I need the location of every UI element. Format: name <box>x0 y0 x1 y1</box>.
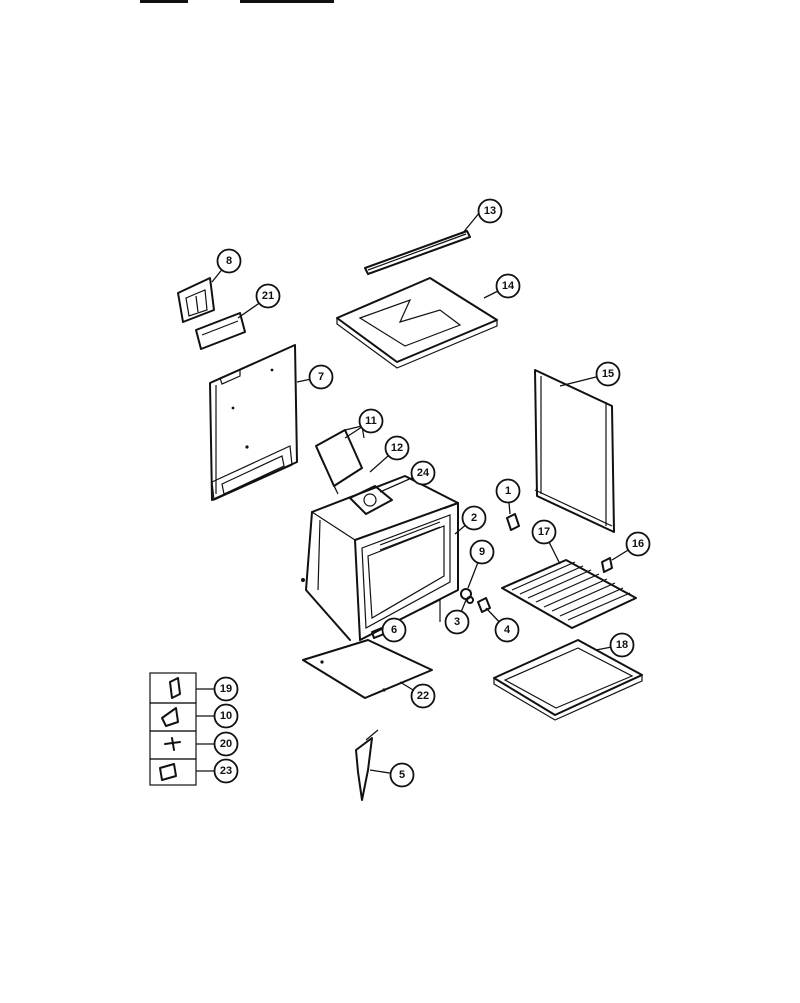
callout-circle <box>625 531 651 557</box>
part-7-side-panel <box>209 344 298 501</box>
callout-circle <box>213 703 239 729</box>
part-16-clip <box>601 557 613 573</box>
callout-c13: 13 <box>477 198 503 224</box>
callout-c3: 3 <box>444 609 470 635</box>
callout-label: 17 <box>538 526 550 538</box>
part-17-rack <box>501 559 637 629</box>
callout-c16: 16 <box>625 531 651 557</box>
callout-c24: 24 <box>410 460 436 486</box>
callout-label: 4 <box>504 624 511 636</box>
part-22-bottom-panel <box>302 639 433 699</box>
callout-c18: 18 <box>609 632 635 658</box>
part-1-knob <box>506 513 520 531</box>
callout-label: 12 <box>391 442 403 454</box>
callout-circle <box>495 478 521 504</box>
callout-circle <box>216 248 242 274</box>
callout-c4: 4 <box>494 617 520 643</box>
part-11-vent-duct <box>315 425 365 495</box>
hardware-boxes <box>149 672 197 786</box>
callout-c21: 21 <box>255 283 281 309</box>
callout-c1: 1 <box>495 478 521 504</box>
callout-c2: 2 <box>461 505 487 531</box>
callout-circle <box>444 609 470 635</box>
part-2-oven-body <box>301 475 459 641</box>
callout-c10: 10 <box>213 703 239 729</box>
callout-circle <box>609 632 635 658</box>
part-13-trim-strip <box>364 230 471 275</box>
callout-circle <box>381 617 407 643</box>
callout-label: 23 <box>220 765 232 777</box>
callout-circle <box>595 361 621 387</box>
callout-circle <box>469 539 495 565</box>
callout-label: 9 <box>479 546 485 558</box>
callout-circle <box>389 762 415 788</box>
callout-label: 2 <box>471 512 477 524</box>
part-9-washer <box>460 588 472 600</box>
callout-c20: 20 <box>213 731 239 757</box>
callout-circle <box>213 758 239 784</box>
callout-label: 19 <box>220 683 232 695</box>
callout-c15: 15 <box>595 361 621 387</box>
header-rule-right <box>240 0 334 3</box>
callout-label: 24 <box>417 467 430 479</box>
callout-c22: 22 <box>410 683 436 709</box>
callout-label: 20 <box>220 738 232 750</box>
part-3-fitting <box>466 596 474 604</box>
callout-c7: 7 <box>308 364 334 390</box>
callout-c6: 6 <box>381 617 407 643</box>
part-8-bracket <box>177 277 215 323</box>
callout-label: 14 <box>502 280 515 292</box>
part-5-igniter <box>355 729 379 801</box>
callout-circle <box>213 676 239 702</box>
part-14-top-panel <box>336 277 498 369</box>
callout-label: 8 <box>226 255 232 267</box>
callout-label: 11 <box>365 415 377 427</box>
part-18-broiler-pan <box>493 639 643 721</box>
callout-circle <box>213 731 239 757</box>
callout-circle <box>461 505 487 531</box>
callout-circle <box>494 617 520 643</box>
callout-label: 10 <box>220 710 232 722</box>
callout-circle <box>255 283 281 309</box>
callout-label: 13 <box>484 205 496 217</box>
callout-c8a: 8 <box>216 248 242 274</box>
callout-circle <box>531 519 557 545</box>
callout-c12: 12 <box>384 435 410 461</box>
part-15-panel <box>534 369 615 533</box>
callout-circle <box>410 683 436 709</box>
callout-label: 22 <box>417 690 429 702</box>
callout-circle <box>495 273 521 299</box>
callout-circle <box>358 408 384 434</box>
callout-c9: 9 <box>469 539 495 565</box>
callout-circle <box>410 460 436 486</box>
callout-c23: 23 <box>213 758 239 784</box>
callout-circle <box>384 435 410 461</box>
header-rule-left <box>140 0 188 3</box>
callout-circle <box>308 364 334 390</box>
callout-c17: 17 <box>531 519 557 545</box>
callout-label: 15 <box>602 368 614 380</box>
callout-label: 7 <box>318 371 324 383</box>
callout-label: 16 <box>632 538 644 550</box>
callout-label: 3 <box>454 616 460 628</box>
callout-c19: 19 <box>213 676 239 702</box>
callout-circle <box>477 198 503 224</box>
callout-c14: 14 <box>495 273 521 299</box>
callout-label: 5 <box>399 769 405 781</box>
callout-label: 1 <box>505 485 511 497</box>
part-21-small-panel <box>195 312 246 350</box>
callout-label: 6 <box>391 624 397 636</box>
callout-label: 18 <box>616 639 628 651</box>
part-4-knob <box>477 597 491 613</box>
callout-label: 21 <box>262 290 274 302</box>
callout-c11: 11 <box>358 408 384 434</box>
callout-c5: 5 <box>389 762 415 788</box>
